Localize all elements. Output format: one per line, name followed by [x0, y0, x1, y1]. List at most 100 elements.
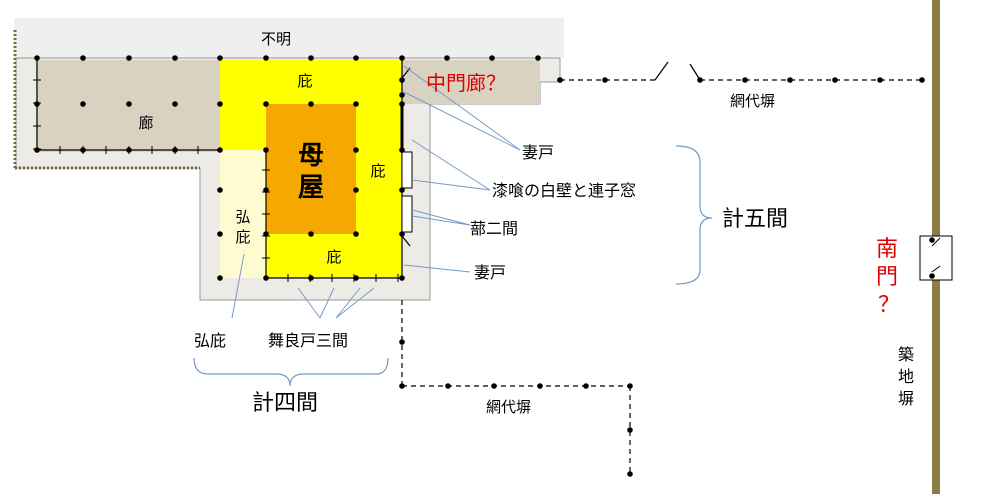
pillar-dot — [929, 273, 935, 279]
label-chumonro: 中門廊？ — [426, 71, 506, 95]
brace-kei-yonkan — [193, 357, 389, 387]
pillar-dot — [263, 275, 269, 281]
pillar-dot — [126, 147, 132, 153]
ajiro-fence-bottom — [401, 300, 631, 474]
pillar-dot — [627, 427, 633, 433]
label-tsumado-bottom: 妻戸 — [474, 263, 506, 282]
pillar-dot — [34, 101, 40, 107]
pillar-dot — [263, 55, 269, 61]
pillar-dot — [877, 77, 883, 83]
label-nanmon-3: ？ — [878, 293, 900, 318]
ajiro-fence-top — [560, 61, 922, 81]
pillar-dot — [627, 383, 633, 389]
pillar-dot — [445, 383, 451, 389]
pillar-dot — [557, 77, 563, 83]
label-ajiro-bei-bottom: 網代塀 — [486, 398, 531, 416]
pillar-dot — [399, 55, 405, 61]
label-hirobisashi-2: 庇 — [235, 228, 250, 246]
pillar-dot — [308, 147, 314, 153]
label-kei-yonkan: 計四間 — [252, 391, 318, 416]
brace-kei-gokan — [675, 145, 713, 285]
pillar-dot — [399, 231, 405, 237]
pillar-dot — [602, 77, 608, 83]
pillar-dot — [126, 101, 132, 107]
pillar-dot — [217, 187, 223, 193]
label-moya-2: 屋 — [298, 173, 324, 203]
south-gate-leaf-2 — [931, 265, 941, 273]
pillar-dot — [308, 231, 314, 237]
pillar-dot — [172, 101, 178, 107]
label-tsuiji-3: 塀 — [898, 389, 914, 408]
pillar-dot — [34, 55, 40, 61]
label-tsuiji-1: 築 — [898, 345, 914, 364]
pillar-dot — [126, 55, 132, 61]
pillar-dot — [353, 187, 359, 193]
label-nanmon-2: 門 — [876, 265, 898, 290]
corridor-chumonro — [402, 60, 540, 104]
pillar-dot — [491, 383, 497, 389]
pillar-dot — [353, 55, 359, 61]
shitomi-window-2 — [401, 195, 413, 233]
pillar-dot — [217, 55, 223, 61]
pillar-dot — [80, 147, 86, 153]
label-moya-1: 母 — [298, 141, 324, 171]
pillar-dot — [787, 77, 793, 83]
label-hirobisashi-note: 弘庇 — [194, 331, 226, 350]
pillar-dot — [489, 55, 495, 61]
pillar-dots — [34, 55, 935, 477]
pillar-dot — [399, 77, 405, 83]
moya-area — [266, 104, 356, 234]
pillar-dot — [535, 55, 541, 61]
pillar-dot — [263, 101, 269, 107]
pillar-dot — [80, 55, 86, 61]
pillar-dot — [353, 231, 359, 237]
pillar-dot — [742, 77, 748, 83]
pillar-dot — [399, 92, 405, 98]
label-hirobisashi-1: 弘 — [235, 208, 250, 226]
label-nanmon-1: 南 — [876, 237, 898, 262]
pillar-dot — [697, 77, 703, 83]
pillar-dot — [263, 187, 269, 193]
pillar-dot — [353, 101, 359, 107]
leader-lines — [231, 65, 521, 319]
label-hisashi-top: 庇 — [297, 72, 312, 90]
pillar-dot — [399, 101, 405, 107]
pillar-dot — [217, 275, 223, 281]
shitomi-window-1 — [401, 151, 413, 189]
label-tsumado-top: 妻戸 — [522, 143, 554, 162]
south-gate-box — [919, 235, 953, 281]
tsumado-bottom-door — [401, 235, 411, 247]
pillar-dot — [919, 77, 925, 83]
pillar-dot — [217, 231, 223, 237]
pillar-dot — [353, 147, 359, 153]
label-ro: 廊 — [138, 114, 153, 132]
pillar-dot — [832, 77, 838, 83]
pillar-dot — [583, 383, 589, 389]
south-gate-leaf-1 — [931, 237, 941, 247]
pillar-dot — [34, 147, 40, 153]
label-hisashi-right: 庇 — [370, 162, 385, 180]
pillar-dot — [80, 101, 86, 107]
label-kei-gokan: 計五間 — [722, 207, 788, 232]
pillar-dot — [263, 147, 269, 153]
pillar-dot — [444, 55, 450, 61]
pillar-dot — [217, 101, 223, 107]
pillar-dot — [217, 147, 223, 153]
label-tsuiji-2: 地 — [898, 367, 914, 386]
pillar-dot — [627, 471, 633, 477]
pillar-dot — [172, 147, 178, 153]
pillar-dot — [353, 275, 359, 281]
label-mairado: 舞良戸三間 — [268, 331, 348, 350]
pillar-dot — [308, 101, 314, 107]
label-ajiro-bei-top: 網代塀 — [730, 92, 775, 110]
label-shitomi: 蔀二間 — [470, 219, 518, 238]
pillar-dot — [399, 275, 405, 281]
label-shikkui: 漆喰の白壁と連子窓 — [492, 181, 636, 200]
pillar-dot — [308, 55, 314, 61]
pillar-dot — [399, 187, 405, 193]
pillar-dot — [537, 383, 543, 389]
unknown-area-band — [14, 18, 564, 58]
pillar-dot — [172, 55, 178, 61]
pillar-dot — [263, 231, 269, 237]
